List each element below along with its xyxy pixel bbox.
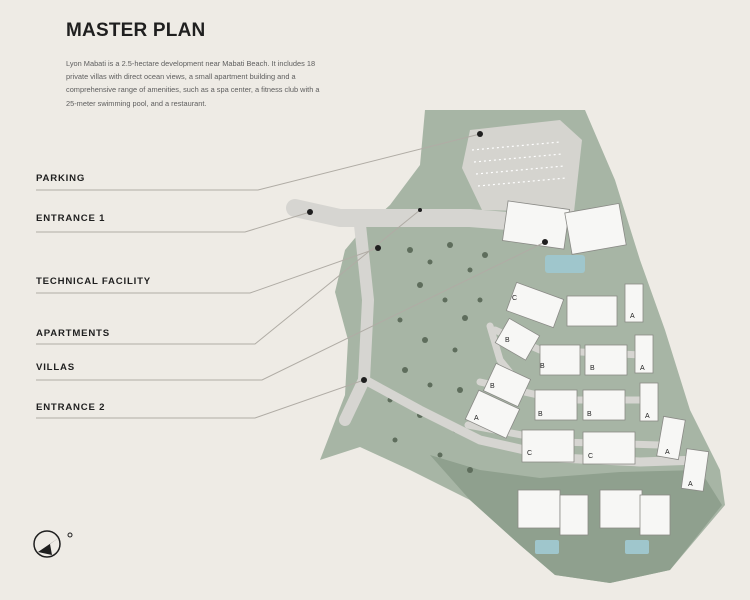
- building-letter: A: [640, 365, 645, 372]
- building-letter: B: [490, 383, 495, 390]
- label-villas: VILLAS: [36, 362, 75, 373]
- trees: [387, 242, 488, 473]
- buildings: [464, 200, 710, 536]
- building-letter: B: [590, 365, 595, 372]
- building-letter: A: [665, 449, 670, 456]
- page-title: MASTER PLAN: [66, 20, 206, 41]
- north-arrow-icon: [33, 530, 73, 558]
- building-letter: B: [505, 337, 510, 344]
- building-letter: B: [540, 363, 545, 370]
- building-letter: A: [474, 415, 479, 422]
- label-apartments: APARTMENTS: [36, 328, 110, 339]
- building-letter: B: [587, 411, 592, 418]
- building-letter: C: [588, 453, 593, 460]
- building-letter: C: [527, 450, 532, 457]
- intro-paragraph: Lyon Mabati is a 2.5-hectare development…: [66, 59, 320, 108]
- label-technical-facility: TECHNICAL FACILITY: [36, 276, 151, 287]
- pools: [535, 255, 649, 554]
- label-entrance-2: ENTRANCE 2: [36, 402, 106, 413]
- label-entrance-1: ENTRANCE 1: [36, 213, 106, 224]
- building-letter: C: [512, 295, 517, 302]
- building-letter: B: [538, 411, 543, 418]
- building-letter: A: [688, 481, 693, 488]
- leader-lines: [36, 133, 546, 419]
- building-letter: A: [630, 313, 635, 320]
- building-letter: A: [645, 413, 650, 420]
- marker-dots: [307, 131, 548, 383]
- label-parking: PARKING: [36, 173, 86, 184]
